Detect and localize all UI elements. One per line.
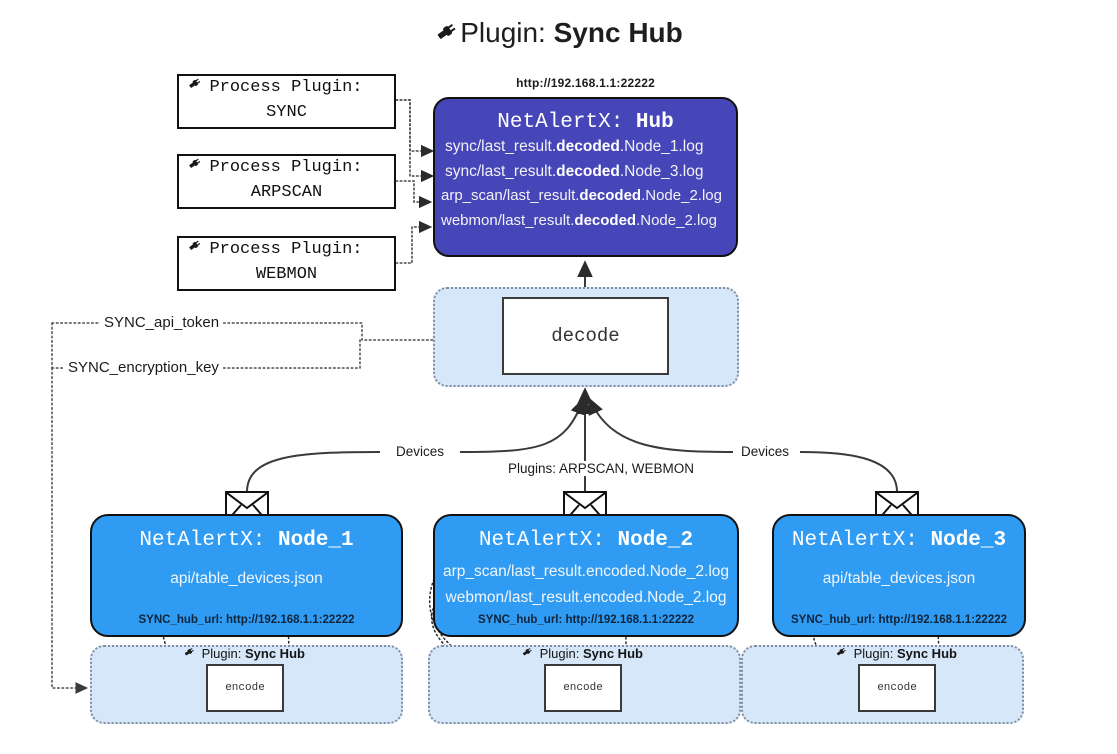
plugin-label-prefix: Plugin: <box>853 646 897 661</box>
node-title-prefix: NetAlertX: <box>139 529 278 552</box>
log-mid: decoded <box>579 187 642 205</box>
process-plugin-line1-row: Process Plugin: <box>187 237 386 263</box>
log-mid: decoded <box>556 163 620 181</box>
process-plugin-box-arpscan[interactable]: Process Plugin: ARPSCAN <box>177 154 396 209</box>
encode-box-node-3[interactable]: encode <box>858 664 936 712</box>
plugin-label-node-1: Plugin: Sync Hub <box>183 645 305 661</box>
hub-log-line: sync/last_result.decoded.Node_1.log <box>435 134 736 159</box>
hub-title: NetAlertX: Hub <box>435 111 736 134</box>
node-line: api/table_devices.json <box>170 570 323 587</box>
process-plugin-name: WEBMON <box>255 265 318 284</box>
log-post: .Node_2.log <box>641 187 722 205</box>
plug-icon <box>187 158 207 175</box>
process-plugin-line1-row: Process Plugin: <box>187 75 386 101</box>
log-mid: decoded <box>574 211 637 229</box>
decode-box[interactable]: decode <box>502 297 669 375</box>
node-hub-url: SYNC_hub_url: http://192.168.1.1:22222 <box>138 614 355 626</box>
plug-icon <box>434 18 460 51</box>
process-plugin-name: SYNC <box>266 103 307 122</box>
encode-label: encode <box>225 682 265 694</box>
log-post: .Node_1.log <box>619 138 704 155</box>
node-box-node-1[interactable]: NetAlertX: Node_1 api/table_devices.json… <box>90 514 403 637</box>
sync-encryption-key-label: SYNC_encryption_key <box>64 359 223 376</box>
plug-icon <box>521 646 538 661</box>
process-plugin-name: ARPSCAN <box>250 183 323 202</box>
edge-label-devices-left: Devices <box>392 444 449 459</box>
plugin-label-node-3: Plugin: Sync Hub <box>835 645 957 661</box>
encode-box-node-2[interactable]: encode <box>544 664 622 712</box>
page-title-name: Sync Hub <box>553 17 683 48</box>
hub-log-line: arp_scan/last_result.decoded.Node_2.log <box>435 184 736 208</box>
decode-label: decode <box>551 325 620 347</box>
node-hub-url: SYNC_hub_url: http://192.168.1.1:22222 <box>477 614 695 626</box>
process-plugin-label: Process Plugin: <box>209 158 363 178</box>
log-pre: sync/last_result. <box>445 138 557 155</box>
node-box-node-2[interactable]: NetAlertX: Node_2 arp_scan/last_result.e… <box>433 514 739 637</box>
node-title-prefix: NetAlertX: <box>478 529 618 552</box>
process-plugin-line1-row: Process Plugin: <box>187 155 386 181</box>
log-pre: arp_scan/last_result. <box>441 187 580 205</box>
plugin-label-name: Sync Hub <box>583 646 643 661</box>
plugin-label-prefix: Plugin: <box>201 646 245 661</box>
node-title: NetAlertX: Node_1 <box>92 529 401 552</box>
process-plugin-label: Process Plugin: <box>209 240 363 260</box>
hub-node[interactable]: NetAlertX: Hub sync/last_result.decoded.… <box>433 97 738 257</box>
log-pre: webmon/last_result. <box>441 211 575 229</box>
encode-box-node-1[interactable]: encode <box>206 664 284 712</box>
encode-label: encode <box>563 682 603 694</box>
hub-log-line: webmon/last_result.decoded.Node_2.log <box>435 209 736 233</box>
node-line: api/table_devices.json <box>822 570 976 587</box>
hub-title-name: Hub <box>635 111 674 134</box>
plugin-label-prefix: Plugin: <box>539 646 583 661</box>
hub-log-line: sync/last_result.decoded.Node_3.log <box>435 159 736 184</box>
plugin-label-name: Sync Hub <box>897 646 957 661</box>
log-pre: sync/last_result. <box>445 163 557 181</box>
edge-label-devices-right: Devices <box>737 444 794 459</box>
process-plugin-box-webmon[interactable]: Process Plugin: WEBMON <box>177 236 396 291</box>
node-title: NetAlertX: Node_3 <box>774 529 1024 552</box>
node-title-name: Node_1 <box>278 529 354 552</box>
encode-label: encode <box>877 682 917 694</box>
plugin-label-node-2: Plugin: Sync Hub <box>521 645 643 661</box>
page-title: Plugin: Sync Hub <box>0 16 1117 49</box>
hub-title-prefix: NetAlertX: <box>497 111 636 134</box>
page-title-prefix: Plugin: <box>460 17 554 48</box>
hub-url-label: http://192.168.1.1:22222 <box>516 76 655 90</box>
node-title-name: Node_3 <box>930 529 1007 552</box>
log-post: .Node_2.log <box>636 211 717 229</box>
plugin-label-name: Sync Hub <box>245 646 305 661</box>
process-plugin-box-sync[interactable]: Process Plugin: SYNC <box>177 74 396 129</box>
node-box-node-3[interactable]: NetAlertX: Node_3 api/table_devices.json… <box>772 514 1026 637</box>
plug-icon <box>835 646 852 661</box>
edge-label-plugins-center: Plugins: ARPSCAN, WEBMON <box>504 461 699 476</box>
node-line: arp_scan/last_result.encoded.Node_2.log <box>442 563 730 580</box>
log-mid: decoded <box>556 138 620 155</box>
node-hub-url: SYNC_hub_url: http://192.168.1.1:22222 <box>790 614 1008 626</box>
node-title-name: Node_2 <box>617 529 694 552</box>
node-line: webmon/last_result.encoded.Node_2.log <box>445 589 727 607</box>
node-title-prefix: NetAlertX: <box>791 529 931 552</box>
plug-icon <box>187 78 207 95</box>
plug-icon <box>183 646 200 661</box>
node-title: NetAlertX: Node_2 <box>435 529 737 552</box>
log-post: .Node_3.log <box>619 163 704 181</box>
sync-api-token-label: SYNC_api_token <box>100 314 224 331</box>
process-plugin-label: Process Plugin: <box>209 78 363 98</box>
plug-icon <box>187 240 207 257</box>
